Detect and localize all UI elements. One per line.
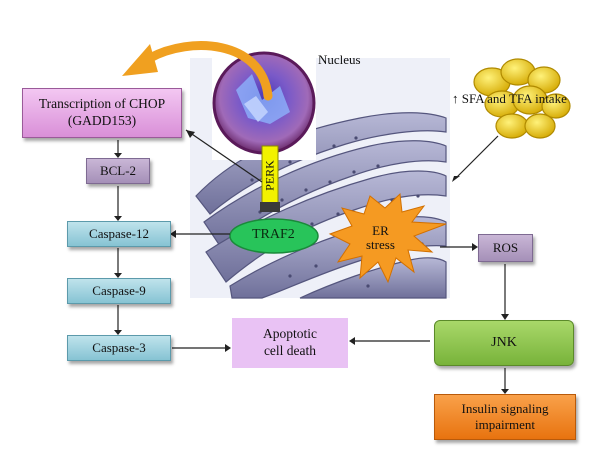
caspase3-label: Caspase-3	[92, 339, 146, 355]
nucleus-shape	[212, 51, 316, 160]
caspase12-label: Caspase-12	[89, 225, 149, 241]
er-stress-line2: stress	[366, 237, 395, 253]
er-stress-label: ER stress	[366, 223, 395, 253]
caspase9-label: Caspase-9	[92, 282, 146, 298]
sfa-tfa-label: ↑ SFA and TFA intake	[452, 91, 567, 106]
bcl2-label: BCL-2	[99, 162, 137, 178]
chop-line2: (GADD153)	[67, 113, 137, 128]
caspase12-box: Caspase-12	[67, 221, 171, 247]
traf2-shape	[229, 218, 319, 254]
chop-box: Transcription of CHOP (GADD153)	[22, 88, 182, 138]
chop-line1: Transcription of CHOP	[38, 96, 166, 112]
bcl2-box: BCL-2	[86, 158, 150, 184]
er-stress-line1: ER	[372, 223, 389, 238]
ros-label: ROS	[492, 239, 519, 255]
caspase3-box: Caspase-3	[67, 335, 171, 361]
apoptotic-line2: cell death	[263, 343, 317, 358]
nucleus-label: Nucleus	[318, 52, 361, 67]
apoptotic-line1: Apoptotic	[263, 326, 317, 342]
er-stress-burst	[328, 192, 447, 284]
insulin-line1: Insulin signaling	[461, 400, 549, 416]
fat-droplets-icon	[473, 58, 571, 139]
insulin-line2: impairment	[475, 417, 535, 432]
apoptotic-box: Apoptotic cell death	[232, 318, 348, 368]
jnk-label: JNK	[491, 335, 517, 351]
jnk-box: JNK	[434, 320, 574, 366]
insulin-box: Insulin signaling impairment	[434, 394, 576, 440]
perk-label: PERK	[262, 160, 277, 191]
caspase9-box: Caspase-9	[67, 278, 171, 304]
traf2-label: TRAF2	[252, 227, 295, 242]
ros-box: ROS	[478, 234, 533, 262]
er-membranes	[195, 112, 447, 299]
curved-arrow-icon	[145, 41, 273, 101]
